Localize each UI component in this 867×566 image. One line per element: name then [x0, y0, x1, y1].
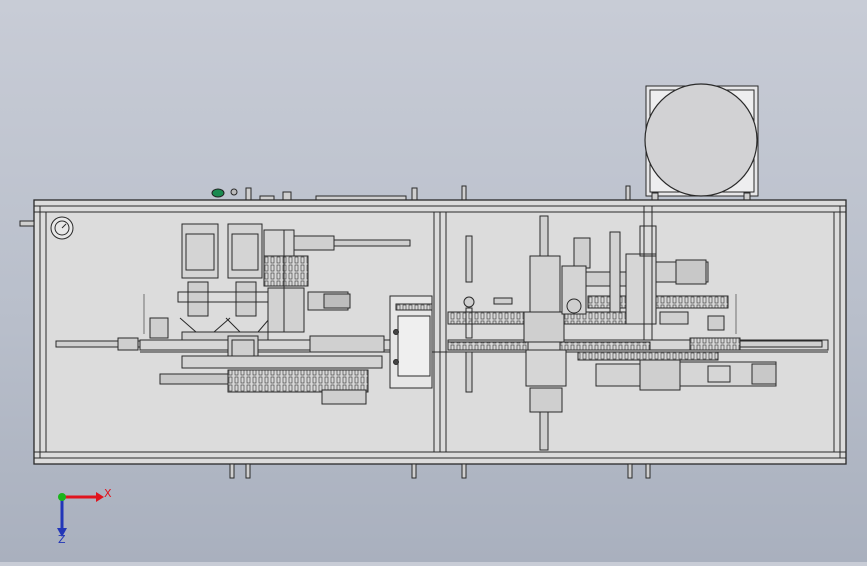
- right-lower-cylinder[interactable]: [577, 351, 777, 391]
- right-conveyor-track[interactable]: [447, 295, 741, 351]
- y-axis-dot: [58, 493, 66, 501]
- left-lower-cylinders[interactable]: [159, 335, 385, 405]
- left-transfer-module[interactable]: [263, 229, 411, 333]
- x-axis-label: X: [104, 487, 112, 500]
- control-buttons[interactable]: [211, 185, 631, 202]
- left-vertical-post[interactable]: [463, 235, 513, 393]
- machine-frame[interactable]: [19, 199, 847, 479]
- left-press-station[interactable]: [149, 223, 271, 341]
- vertical-lift-column[interactable]: [523, 215, 567, 451]
- axis-triad: X Z: [57, 487, 112, 546]
- vibratory-bowl-feeder[interactable]: [644, 83, 759, 204]
- z-axis-label: Z: [58, 533, 66, 546]
- pressure-gauge[interactable]: [50, 216, 74, 240]
- servo-motor[interactable]: [655, 259, 725, 331]
- mounting-plate[interactable]: [389, 295, 433, 389]
- right-actuator-cluster[interactable]: [561, 206, 657, 340]
